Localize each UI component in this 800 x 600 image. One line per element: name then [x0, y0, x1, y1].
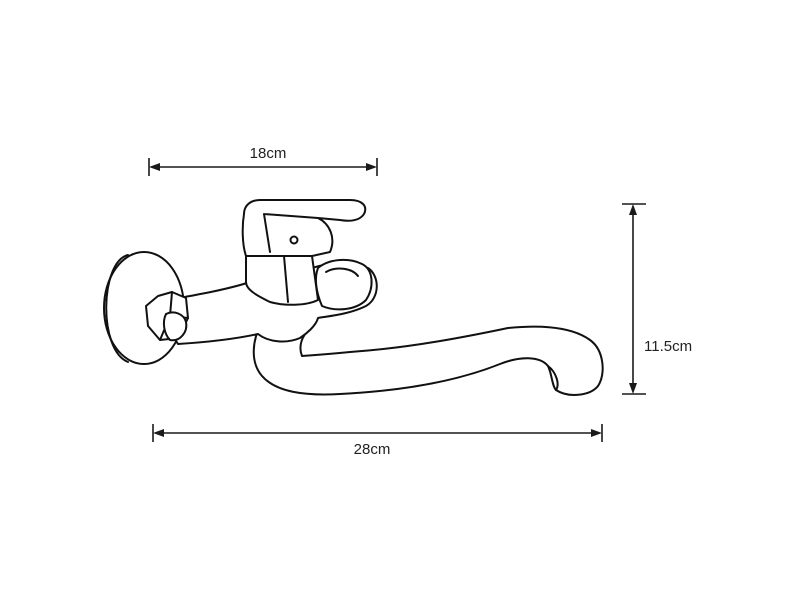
dimension-handle-width: 18cm — [148, 145, 378, 176]
dimension-height: 11.5cm — [622, 203, 692, 395]
arrow-up-icon — [629, 204, 637, 215]
lever-handle-edge — [263, 213, 319, 253]
dimension-label-11-5cm: 11.5cm — [644, 338, 692, 355]
lever-handle — [241, 199, 367, 257]
arrow-left-icon — [149, 163, 160, 171]
arrow-down-icon — [629, 383, 637, 394]
spout-tip-edge — [547, 365, 559, 391]
hex-nut-cap — [162, 311, 188, 342]
body-side-cap-ring — [325, 267, 359, 277]
body-column-edge — [283, 255, 289, 303]
faucet-body-column — [245, 255, 319, 306]
dimension-total-length: 28cm — [152, 424, 603, 458]
lever-pin-icon — [289, 235, 299, 245]
faucet-illustration — [103, 199, 604, 396]
arrow-left-icon — [153, 429, 164, 437]
dimension-label-18cm: 18cm — [250, 145, 287, 162]
dimension-label-28cm: 28cm — [354, 441, 391, 458]
arrow-right-icon — [591, 429, 602, 437]
body-side-cap — [314, 258, 373, 311]
wall-flange-back-edge — [105, 254, 129, 363]
faucet-spout — [252, 321, 604, 396]
arrow-right-icon — [366, 163, 377, 171]
